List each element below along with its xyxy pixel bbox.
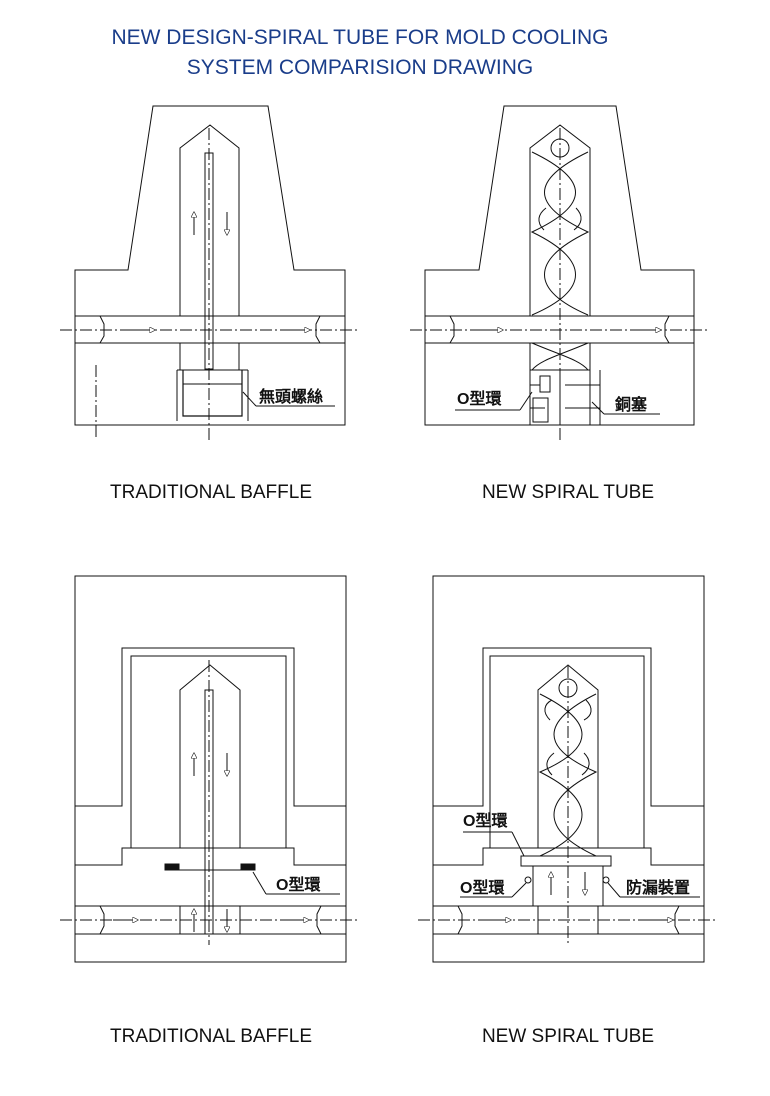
label-o-ring-spiral-lower: O型環 — [460, 879, 505, 897]
panel-traditional-baffle-top: 無頭螺絲 — [60, 105, 360, 440]
caption-traditional-baffle-top: TRADITIONAL BAFFLE — [110, 482, 312, 503]
panel-traditional-baffle-bottom: O型環 — [60, 575, 360, 963]
caption-spiral-tube-top: NEW SPIRAL TUBE — [481, 482, 655, 503]
panel-spiral-tube-top: O型環 銅塞 — [410, 105, 708, 440]
page-title-line1: NEW DESIGN-SPIRAL TUBE FOR MOLD COOLING — [111, 26, 609, 49]
label-o-ring-spiral-upper: O型環 — [463, 812, 508, 830]
label-o-ring-top: O型環 — [457, 390, 502, 408]
panel-spiral-tube-bottom: O型環 O型環 防漏裝置 — [418, 575, 718, 963]
label-o-ring-traditional: O型環 — [276, 876, 321, 894]
caption-spiral-tube-bottom: NEW SPIRAL TUBE — [481, 1026, 655, 1047]
label-copper-plug: 銅塞 — [615, 395, 648, 414]
label-leak-proof-device: 防漏裝置 — [626, 878, 690, 897]
caption-traditional-baffle-bottom: TRADITIONAL BAFFLE — [110, 1026, 312, 1047]
label-set-screw: 無頭螺絲 — [259, 387, 323, 406]
page-title-line2: SYSTEM COMPARISION DRAWING — [186, 56, 534, 79]
